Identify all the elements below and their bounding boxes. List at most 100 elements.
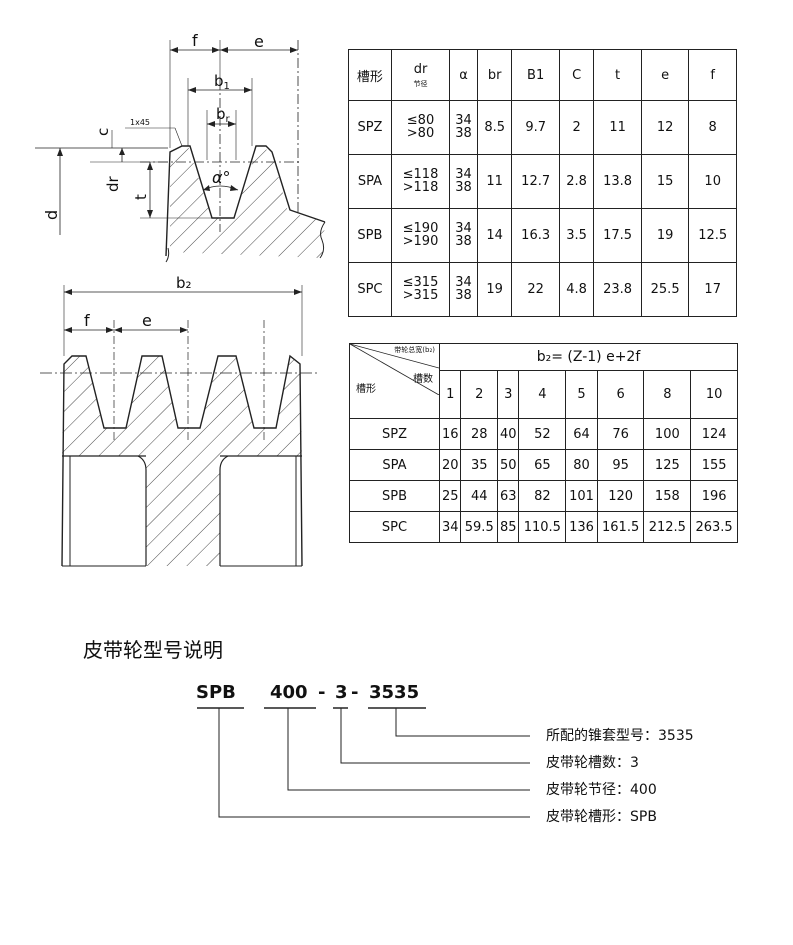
table-cell: 212.5	[643, 511, 692, 543]
table-row: SPA 20 35 50 65 80 95 125 155	[349, 449, 738, 482]
dim-e-label: e	[254, 32, 264, 51]
code-separator: -	[351, 682, 359, 703]
groove-type-cell: SPA	[348, 154, 392, 209]
corner-label-width: 带轮总宽(b₂)	[394, 346, 435, 354]
table-cell: 125	[643, 449, 692, 482]
table-cell: 17	[688, 262, 737, 317]
table-cell: 82	[518, 480, 567, 513]
slot-cell: 4	[518, 369, 567, 420]
table-cell: 120	[596, 480, 645, 513]
table-cell: 28	[460, 418, 499, 451]
table-cell: 9.7	[511, 100, 560, 155]
header-cell: t	[593, 49, 642, 101]
table-cell: 50	[497, 449, 520, 482]
table-cell: 155	[690, 449, 738, 482]
dim-br-label: br	[216, 105, 231, 125]
dim-f2-label: f	[84, 311, 90, 330]
dim-chamfer-label: 1x45	[130, 118, 150, 127]
table-cell: 80	[565, 449, 598, 482]
table-cell: 14	[476, 208, 513, 263]
table-cell: 44	[460, 480, 499, 513]
header-cell: 槽形	[348, 49, 392, 101]
table-cell: 161.5	[596, 511, 645, 543]
code-bushing-type: 3535	[369, 682, 420, 703]
single-groove-section: f e b1 br 1x45 c dr t d α°	[35, 31, 326, 263]
table-cell: 101	[565, 480, 598, 513]
table-cell: 64	[565, 418, 598, 451]
table-cell: 8	[688, 100, 737, 155]
dim-alpha-label: α°	[212, 168, 231, 187]
table-cell: 158	[643, 480, 692, 513]
pulley-section: b₂ f e	[40, 274, 320, 567]
slot-cell: 6	[596, 369, 645, 420]
table-cell: 19	[476, 262, 513, 317]
dim-c-label: c	[94, 128, 112, 136]
dim-b1-label: b1	[214, 72, 230, 92]
legend-bushing: 所配的锥套型号：3535	[546, 728, 694, 744]
table-cell: 65	[518, 449, 567, 482]
table-cell: 13.8	[593, 154, 642, 209]
header-cell: α	[449, 49, 478, 101]
slot-cell: 10	[690, 369, 738, 420]
formula-cell: b₂= (Z-1) e+2f	[439, 343, 738, 371]
dim-dr-label: dr	[104, 175, 122, 192]
header-cell: B1	[511, 49, 560, 101]
table-cell: 59.5	[460, 511, 499, 543]
slot-count-row: 1 2 3 4 5 6 8 10	[350, 369, 738, 420]
dr-cell: ≤118>118	[390, 154, 451, 209]
groove-type-cell: SPZ	[348, 100, 392, 155]
table-cell: 12.5	[688, 208, 737, 263]
table-cell: 2.8	[558, 154, 595, 209]
slot-cell: 1	[438, 369, 462, 420]
table-cell: 2	[558, 100, 595, 155]
table-cell: 136	[565, 511, 598, 543]
groove-type-cell: SPB	[348, 208, 392, 263]
slot-cell: 2	[460, 369, 499, 420]
table-cell: 4.8	[558, 262, 595, 317]
table-cell: 22	[511, 262, 560, 317]
corner-diagonal-lines	[350, 344, 439, 395]
header-cell: f	[688, 49, 737, 101]
table-cell: 19	[640, 208, 690, 263]
section-title: 皮带轮型号说明	[83, 638, 223, 662]
slot-cell: 3	[497, 369, 520, 420]
header-cell: e	[640, 49, 690, 101]
dr-cell: ≤315>315	[390, 262, 451, 317]
code-groove-count: 3	[335, 682, 348, 703]
table-cell: 110.5	[518, 511, 567, 543]
table-cell: 16	[438, 418, 462, 451]
dim-d-label: d	[42, 210, 61, 220]
corner-header-cell: 带轮总宽(b₂) 槽数 槽形	[349, 342, 440, 420]
slot-cell: 8	[643, 369, 692, 420]
groove-type-cell: SPC	[349, 511, 440, 543]
corner-label-type: 槽形	[356, 384, 376, 395]
table-cell: 263.5	[690, 511, 738, 543]
table-cell: 63	[497, 480, 520, 513]
table-cell: 12	[640, 100, 690, 155]
model-code-leaders	[197, 707, 530, 818]
table-cell: 52	[518, 418, 567, 451]
dim-e2-label: e	[142, 311, 152, 330]
pulley-width-table: 带轮总宽(b₂) 槽数 槽形 b₂= (Z-1) e+2f 1 2 3 4 5 …	[349, 342, 738, 543]
legend-groove-type: 皮带轮槽形：SPB	[546, 809, 657, 825]
table-cell: 11	[593, 100, 642, 155]
dim-t-label: t	[132, 194, 150, 200]
table-cell: 10	[688, 154, 737, 209]
table-cell: 196	[690, 480, 738, 513]
table-cell: 35	[460, 449, 499, 482]
table-cell: 16.3	[511, 208, 560, 263]
legend-pitch-diameter: 皮带轮节径：400	[546, 782, 657, 798]
dr-cell: ≤190>190	[390, 208, 451, 263]
dr-cell: ≤80>80	[390, 100, 451, 155]
table-cell: 76	[596, 418, 645, 451]
